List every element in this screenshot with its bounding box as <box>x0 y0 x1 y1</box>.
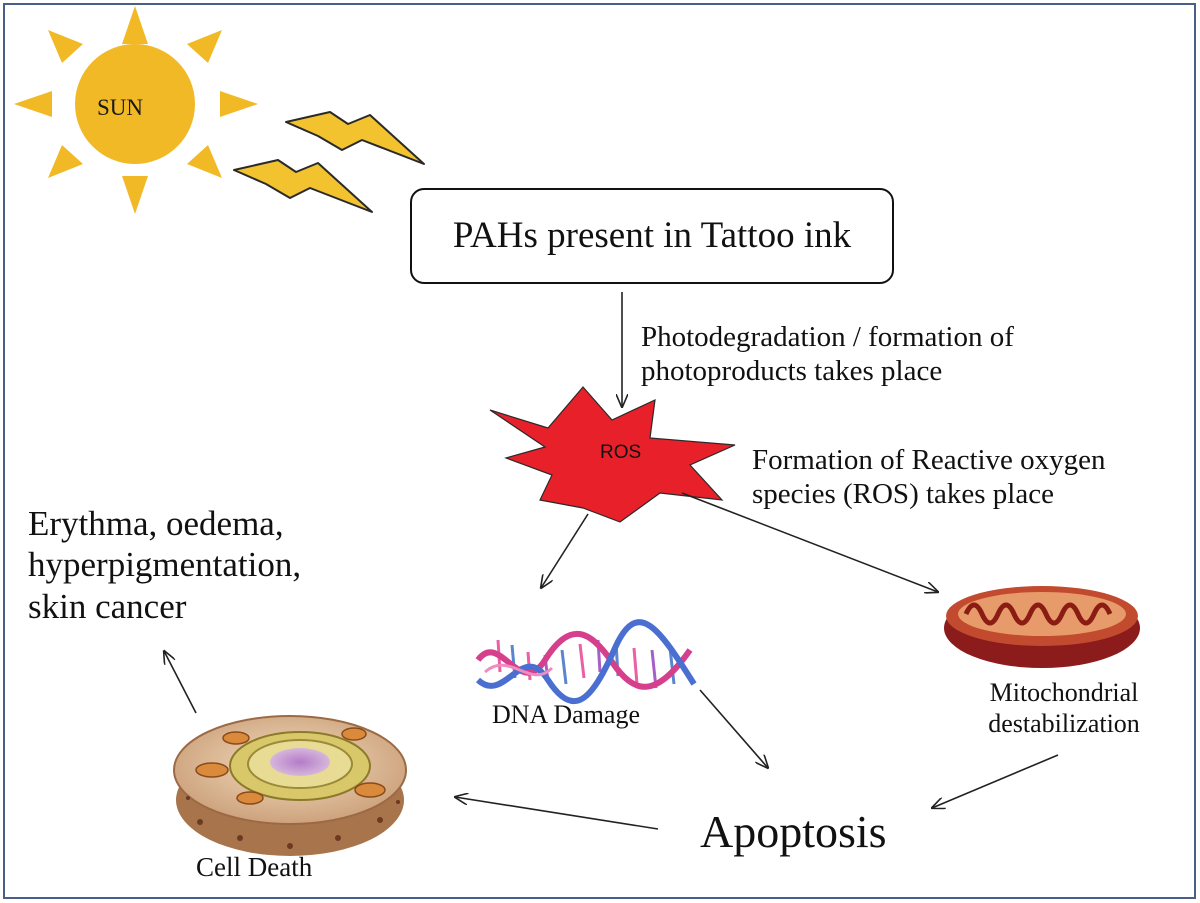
effects-text: Erythma, oedema, hyperpigmentation, skin… <box>28 503 301 627</box>
ros-formation-line: species (ROS) takes place <box>752 478 1054 511</box>
ros-formation-line: Formation of Reactive oxygen <box>752 444 1106 476</box>
photodegradation-line: Photodegradation / formation of <box>641 321 1014 353</box>
arrow-dna-to-apoptosis <box>699 689 768 768</box>
pahs-box: PAHs present in Tattoo ink <box>410 188 894 284</box>
mitochondrial-line: Mitochondrial <box>989 678 1139 707</box>
ros-label: ROS <box>600 442 642 463</box>
mitochondrion-icon <box>944 586 1140 668</box>
arrow-apoptosis-to-cell <box>455 797 659 830</box>
flow-arrows <box>164 292 1059 830</box>
dna-damage-label: DNA Damage <box>492 700 641 729</box>
sun-label: SUN <box>97 95 144 120</box>
effects-line: hyperpigmentation, <box>28 545 302 585</box>
mitochondrial-line: destabilization <box>988 708 1140 738</box>
diagram-frame <box>3 3 1196 899</box>
photodegradation-text: Photodegradation / formation of photopro… <box>641 320 1014 388</box>
apoptosis-label: Apoptosis <box>700 806 887 857</box>
photodegradation-line: photoproducts takes place <box>641 355 943 388</box>
arrow-ros-to-dna <box>541 513 589 588</box>
arrow-ros-to-mitochondria <box>681 492 938 592</box>
arrow-mitochondria-to-apoptosis <box>932 754 1059 808</box>
pahs-box-label: PAHs present in Tattoo ink <box>452 215 852 256</box>
sun-icon <box>14 6 258 214</box>
mitochondrial-label: Mitochondrial destabilization <box>958 678 1170 739</box>
cell-death-label: Cell Death <box>196 852 313 882</box>
ros-formation-text: Formation of Reactive oxygen species (RO… <box>752 443 1106 511</box>
dna-helix-icon <box>475 619 697 705</box>
cell-icon <box>173 715 407 856</box>
lightning-bolt-icon <box>233 111 425 213</box>
arrow-cell-to-effects <box>164 651 197 714</box>
effects-line: skin cancer <box>28 586 187 626</box>
ros-burst-icon <box>489 386 736 523</box>
effects-line: Erythma, oedema, <box>28 504 284 543</box>
